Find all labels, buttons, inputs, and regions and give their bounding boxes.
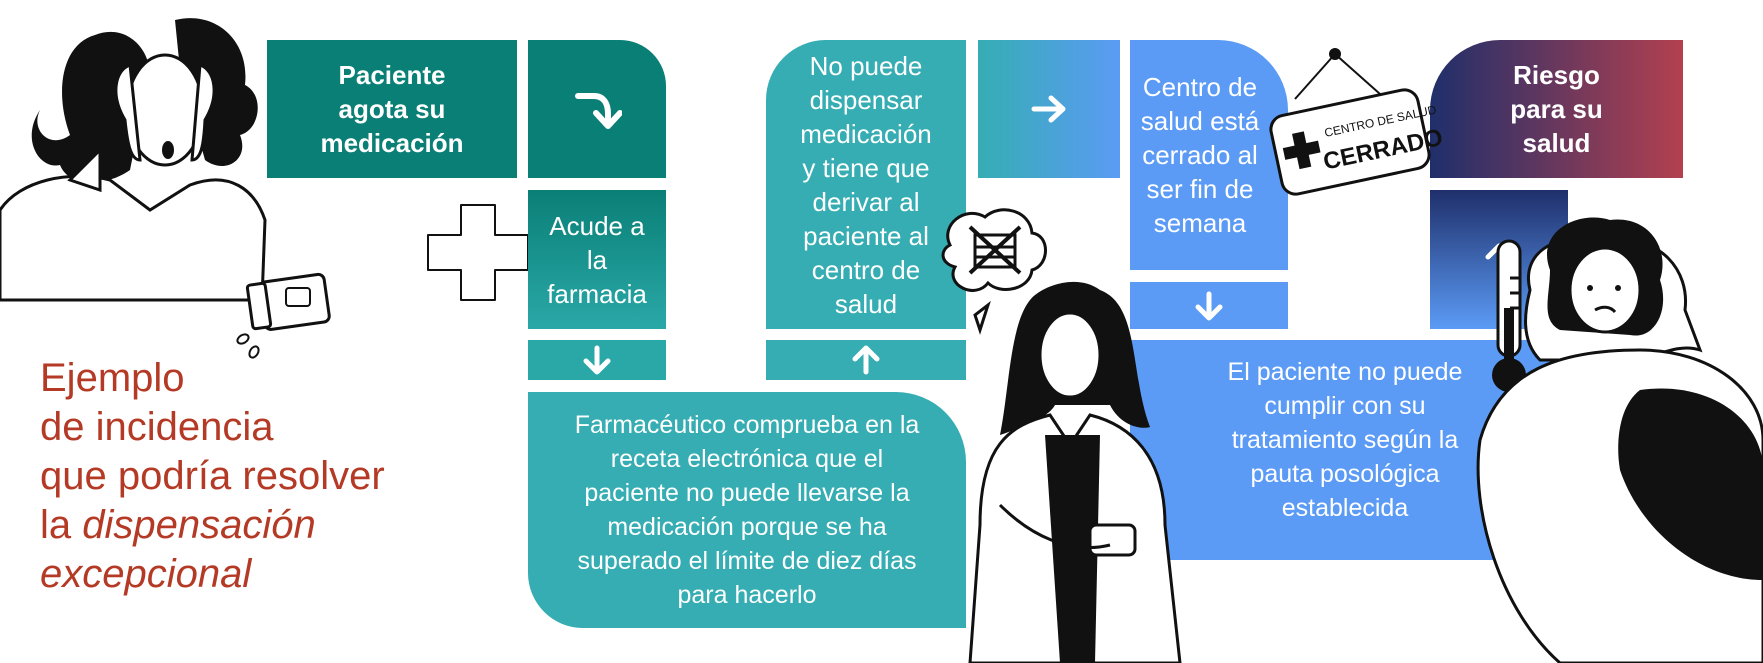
pharmacist-illustration xyxy=(941,208,1182,663)
crossed-box-icon xyxy=(968,225,1022,275)
arrow-down-icon xyxy=(1195,291,1223,320)
closed-sign: CENTRO DE SALUD CERRADO xyxy=(1269,48,1445,196)
arrow-down-box xyxy=(528,340,666,380)
title-line: la dispensación xyxy=(40,503,316,547)
step-farmaceutico-box: Farmacéutico comprueba en la receta elec… xyxy=(528,392,966,628)
sick-patient-illustration xyxy=(1476,217,1763,663)
arrow-right-icon xyxy=(1031,95,1066,123)
arrow-down-icon xyxy=(583,345,611,375)
arrow-right-box xyxy=(978,40,1120,178)
title-line: de incidencia xyxy=(40,405,274,449)
worried-woman-illustration xyxy=(0,18,267,302)
step-agota-box: Paciente agota su medicación xyxy=(267,40,517,178)
step-centro-box: Centro de salud está cerrado al ser fin … xyxy=(1130,40,1288,270)
arrow-curved-down-icon xyxy=(575,93,622,129)
pill-bottle-icon xyxy=(236,272,331,359)
title-line: excepcional xyxy=(40,552,252,596)
title-line: Ejemplo xyxy=(40,356,185,400)
arrow-up-icon xyxy=(852,345,880,375)
thermometer-icon xyxy=(1492,239,1526,392)
arrow-up-box xyxy=(766,340,966,380)
page-title: Ejemplo de incidencia que podría resolve… xyxy=(40,354,385,599)
step-riesgo-box: Riesgo para su salud xyxy=(1430,40,1683,178)
step-acude-box: Acude a la farmacia xyxy=(528,190,666,329)
pharmacy-cross-icon xyxy=(427,204,529,301)
title-line: que podría resolver xyxy=(40,454,385,498)
step-no-puede-box: No puede dispensar medicación y tiene qu… xyxy=(766,40,966,329)
medical-cross-icon xyxy=(1282,131,1321,170)
curved-arrow-box xyxy=(528,40,666,178)
arrow-down-box xyxy=(1130,282,1288,329)
